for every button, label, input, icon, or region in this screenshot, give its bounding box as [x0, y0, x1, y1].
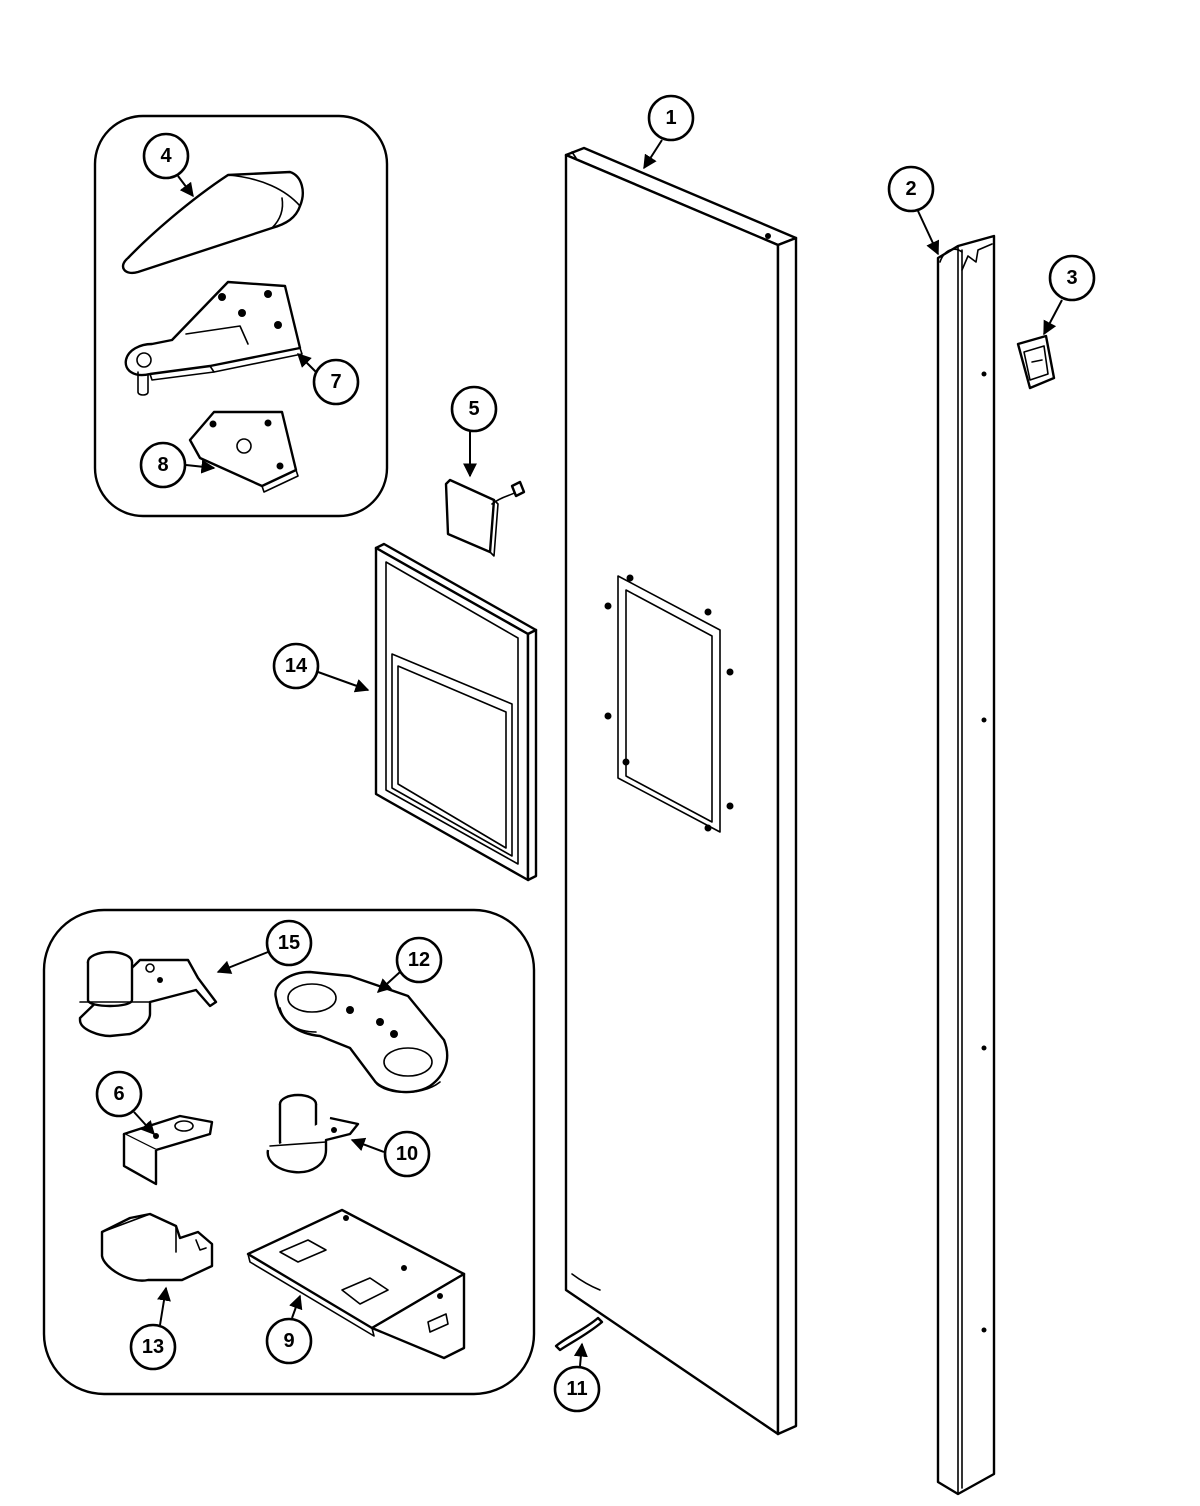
bottom-bracket-part-6	[122, 1114, 214, 1186]
switch-part	[444, 478, 526, 557]
handle-trim-part	[936, 234, 996, 1496]
callout-14: 14	[272, 642, 370, 693]
svg-text:2: 2	[905, 178, 916, 200]
callout-11: 11	[553, 1342, 601, 1413]
gasket-part	[554, 1316, 604, 1352]
bottom-hinge-plate-part-9	[246, 1208, 466, 1360]
svg-text:8: 8	[157, 454, 168, 476]
callout-3: 3	[1043, 254, 1096, 336]
svg-text:13: 13	[142, 1336, 164, 1358]
svg-text:3: 3	[1066, 267, 1077, 289]
bottom-hinge-part-12	[274, 970, 449, 1094]
top-hinge-part	[124, 280, 303, 396]
svg-text:10: 10	[396, 1143, 418, 1165]
svg-text:6: 6	[113, 1083, 124, 1105]
callout-1: 1	[643, 94, 695, 170]
svg-text:11: 11	[566, 1378, 587, 1400]
callout-15: 15	[216, 919, 313, 974]
svg-text:4: 4	[160, 145, 172, 167]
bottom-hinge-part-15	[78, 950, 218, 1038]
svg-text:15: 15	[278, 932, 300, 954]
callout-7: 7	[297, 353, 360, 406]
bottom-cover-part-13	[100, 1212, 214, 1282]
bottom-hinge-part-10	[266, 1093, 360, 1174]
callout-6: 6	[95, 1070, 155, 1136]
svg-text:7: 7	[330, 371, 341, 393]
callout-5: 5	[450, 385, 498, 478]
clip-part	[1016, 334, 1056, 390]
bottom-hinge-group: 15 12 6 10 13 9	[42, 908, 536, 1396]
callout-12: 12	[376, 936, 443, 993]
callout-13: 13	[129, 1286, 177, 1371]
svg-text:9: 9	[283, 1330, 294, 1352]
top-hinge-group: 4 7 8	[93, 114, 389, 518]
door-panel-part	[564, 146, 798, 1436]
callout-2: 2	[887, 165, 940, 256]
callout-8: 8	[139, 441, 216, 489]
callout-10: 10	[350, 1130, 431, 1178]
callout-4: 4	[142, 132, 194, 198]
svg-text:1: 1	[665, 107, 676, 129]
svg-text:5: 5	[468, 398, 479, 420]
svg-text:12: 12	[408, 949, 430, 971]
svg-text:14: 14	[285, 655, 308, 677]
hinge-shim-part	[188, 410, 299, 493]
hinge-cover-part	[121, 170, 304, 275]
dispenser-frame-part	[374, 542, 538, 882]
callout-9: 9	[265, 1294, 313, 1365]
